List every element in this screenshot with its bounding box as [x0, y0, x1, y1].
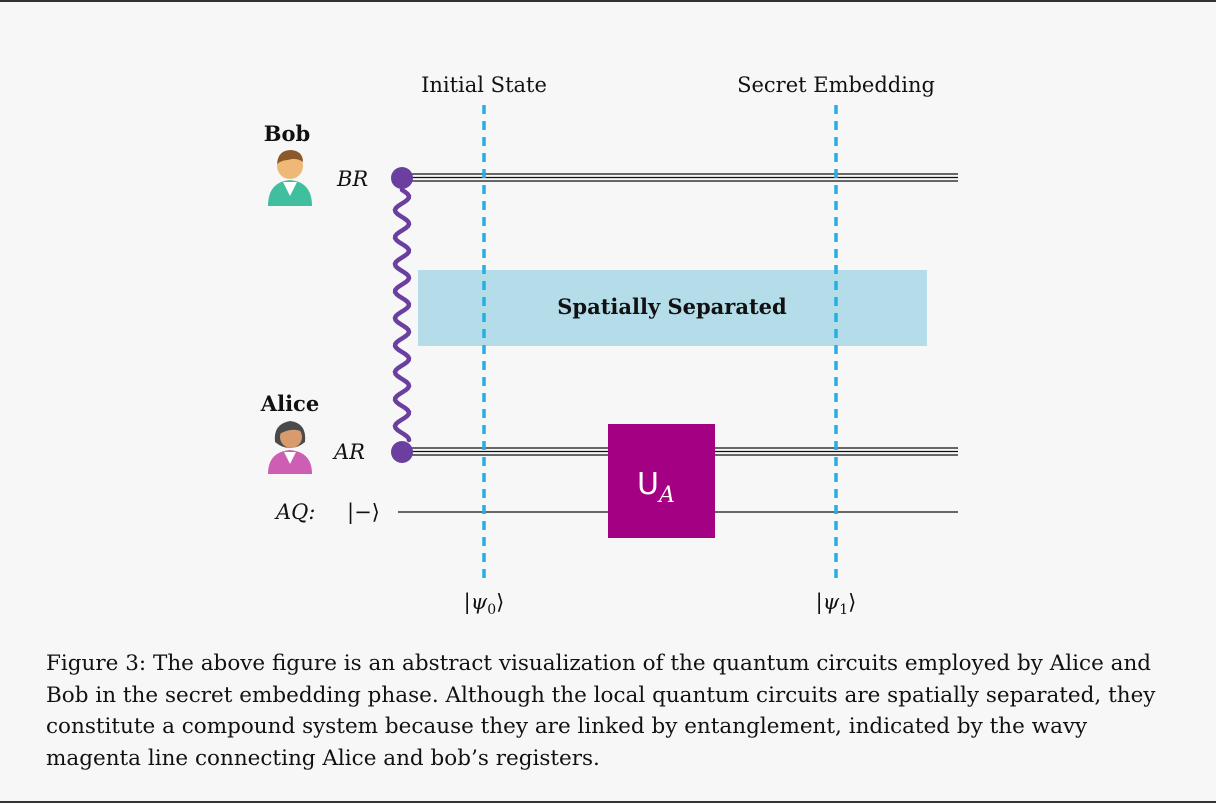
alice-avatar-icon: [268, 421, 312, 474]
figure-caption: Figure 3: The above figure is an abstrac…: [46, 651, 1156, 771]
secret-embedding-label: Secret Embedding: [737, 73, 935, 97]
spatially-separated-label: Spatially Separated: [557, 294, 787, 319]
initial-state-label: Initial State: [421, 73, 547, 97]
alice-entanglement-node: [391, 441, 413, 463]
bob-name: Bob: [264, 121, 310, 146]
spatial-separation-box: [418, 270, 927, 346]
quantum-circuit-diagram: Initial State Secret Embedding Spatially…: [260, 73, 958, 618]
bob-entanglement-node: [391, 167, 413, 189]
bob-register-label: BR: [336, 167, 368, 191]
qubit-initial-state: |−⟩: [347, 500, 380, 525]
alice-register-label: AR: [332, 440, 365, 464]
qubit-register-label: AQ:: [274, 500, 315, 524]
entanglement-wavy-line: [392, 187, 412, 443]
bob-avatar-icon: [268, 150, 312, 206]
bob-register-wire: [402, 173, 958, 182]
unitary-gate: [608, 424, 715, 538]
psi0-state-label: |ψ0⟩: [464, 590, 505, 618]
alice-name: Alice: [260, 391, 319, 416]
psi1-state-label: |ψ1⟩: [816, 590, 857, 618]
unitary-gate-label: UA: [637, 467, 675, 508]
